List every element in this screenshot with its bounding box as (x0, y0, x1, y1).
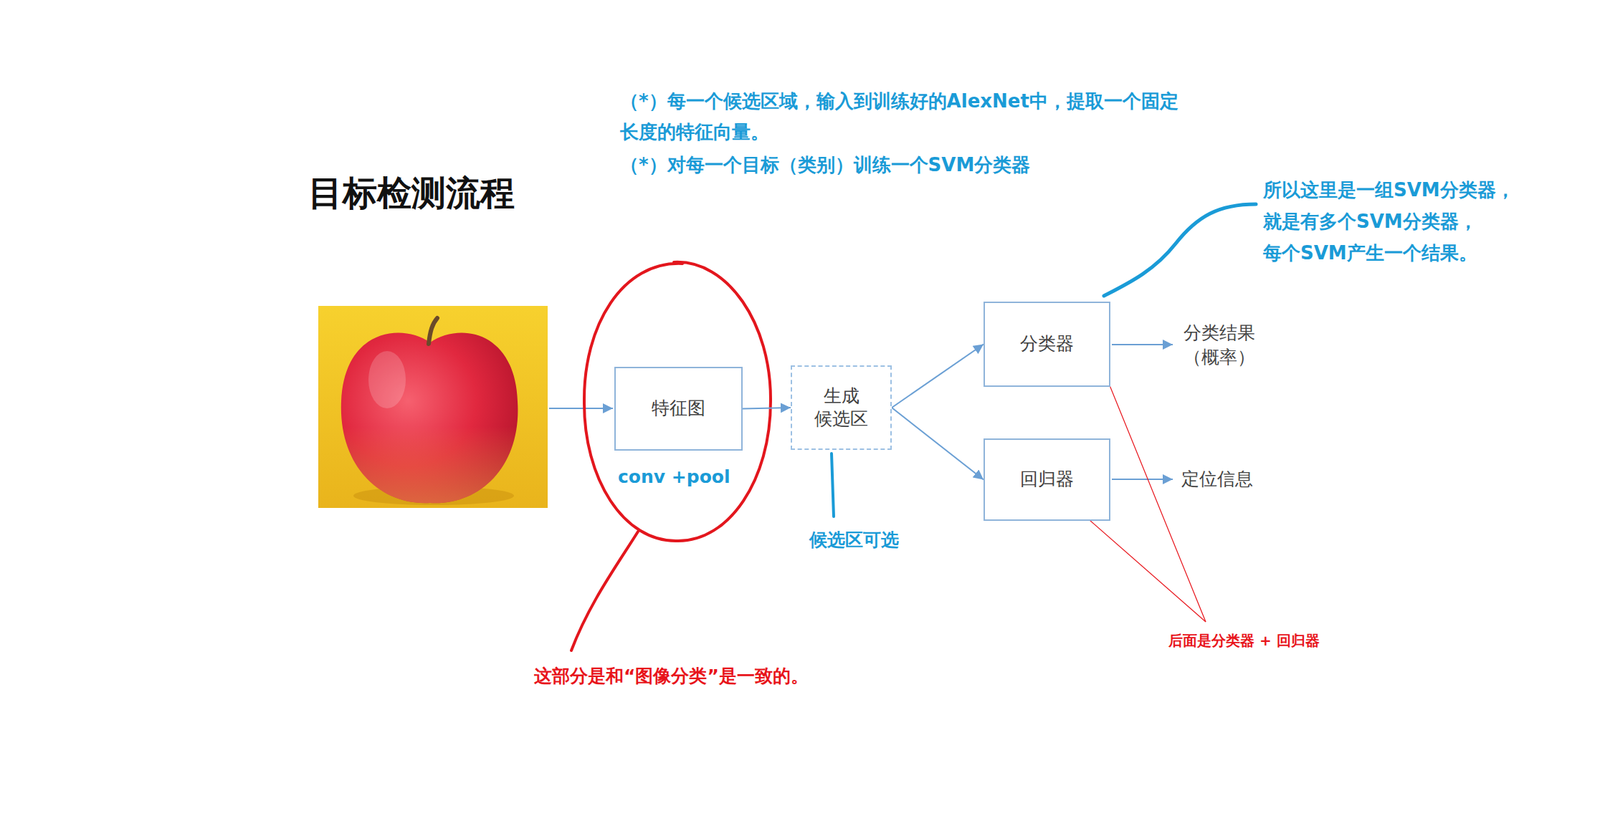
annotation: 候选区可选 (809, 529, 899, 552)
process-box: 分类器 (983, 301, 1111, 388)
input-arrow (549, 407, 613, 410)
highlight-ellipse (584, 262, 771, 542)
diagram-title: 目标检测流程 (308, 170, 515, 217)
flow-arrow (742, 407, 791, 410)
flow-arrow (891, 407, 984, 481)
node-label: 特征图 (651, 397, 706, 421)
optional-step-box: 生成 候选区 (790, 365, 892, 451)
annotation: conv +pool (617, 465, 731, 489)
node-label: 分类器 (1020, 332, 1074, 357)
process-box: 回归器 (983, 438, 1111, 522)
output-label: 分类结果 （概率） (1179, 321, 1260, 370)
leader-line (1109, 385, 1206, 623)
annotation: 后面是分类器 + 回归器 (1168, 631, 1320, 651)
output-arrow (1111, 344, 1173, 346)
output-label: 定位信息 (1181, 467, 1254, 492)
node-label: 生成 候选区 (811, 384, 871, 432)
node-label: 回归器 (1020, 468, 1074, 492)
apple-shade (341, 332, 519, 504)
apple-highlight (368, 351, 406, 409)
callout-line (1103, 204, 1256, 297)
apple-stem (428, 318, 438, 345)
output-arrow (1111, 478, 1173, 481)
process-box: 特征图 (614, 367, 743, 451)
annotation: 这部分是和“图像分类”是一致的。 (534, 665, 809, 689)
photo-background (318, 306, 548, 509)
flow-arrow (891, 344, 984, 409)
leader-line (831, 453, 834, 517)
leader-line (1089, 520, 1206, 623)
callout-text: 所以这里是一组SVM分类器， 就是有多个SVM分类器， 每个SVM产生一个结果。 (1263, 174, 1543, 269)
leader-line (571, 531, 638, 651)
apple-photo (318, 306, 548, 509)
note-text: （*）对每一个目标（类别）训练一个SVM分类器 (620, 149, 1031, 181)
note-text: （*）每一个候选区域，输入到训练好的AlexNet中，提取一个固定 长度的特征向… (620, 86, 1223, 148)
apple-body (341, 332, 519, 504)
